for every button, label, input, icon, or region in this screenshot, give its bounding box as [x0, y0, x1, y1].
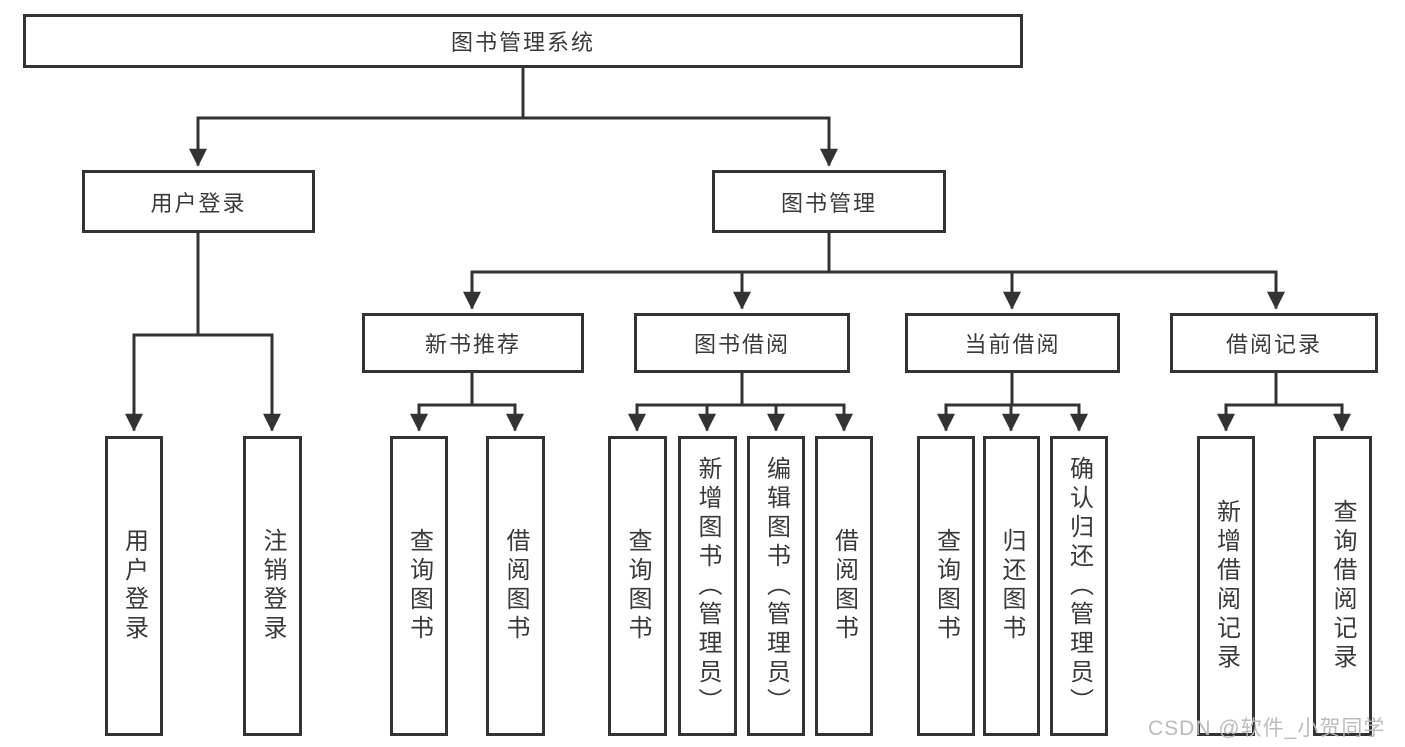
node-borrowing-records: 借阅记录	[1170, 313, 1378, 373]
leaf-return-books-label: 归还图书	[998, 528, 1025, 644]
leaf-confirm-return-admin-label: 确认归还（管理员）	[1065, 455, 1093, 717]
leaf-borrow-borrow-books: 借阅图书	[815, 436, 873, 736]
leaf-current-query-books-label: 查询图书	[932, 528, 960, 644]
node-root-label: 图书管理系统	[450, 30, 595, 55]
node-book-management: 图书管理	[712, 170, 946, 233]
leaf-current-query-books: 查询图书	[917, 436, 975, 736]
node-new-book-recommend-label: 新书推荐	[424, 332, 521, 357]
leaf-return-books: 归还图书	[983, 436, 1040, 736]
leaf-query-borrow-record: 查询借阅记录	[1313, 436, 1372, 736]
node-user-login-label: 用户登录	[150, 190, 247, 216]
leaf-add-book-admin-label: 新增图书（管理员）	[694, 455, 721, 717]
leaf-user-login-label: 用户登录	[120, 528, 148, 644]
leaf-borrow-query-books: 查询图书	[608, 436, 667, 736]
leaf-borrow-borrow-books-label: 借阅图书	[830, 528, 858, 644]
leaf-borrow-query-books-label: 查询图书	[624, 528, 651, 644]
leaf-logout: 注销登录	[243, 436, 302, 736]
node-new-book-recommend: 新书推荐	[362, 313, 584, 373]
leaf-add-borrow-record: 新增借阅记录	[1197, 436, 1255, 736]
leaf-logout-label: 注销登录	[259, 528, 286, 644]
leaf-add-borrow-record-label: 新增借阅记录	[1212, 499, 1240, 673]
node-book-borrowing-label: 图书借阅	[693, 332, 790, 357]
leaf-query-borrow-record-label: 查询借阅记录	[1329, 499, 1356, 673]
node-user-login: 用户登录	[82, 170, 315, 233]
leaf-newbook-query-books-label: 查询图书	[405, 528, 433, 644]
leaf-confirm-return-admin: 确认归还（管理员）	[1050, 436, 1108, 736]
leaf-newbook-borrow-books-label: 借阅图书	[502, 528, 529, 644]
node-book-management-label: 图书管理	[780, 190, 877, 216]
leaf-newbook-query-books: 查询图书	[390, 436, 448, 736]
node-book-borrowing: 图书借阅	[634, 313, 850, 373]
leaf-user-login: 用户登录	[105, 436, 163, 736]
node-root: 图书管理系统	[23, 14, 1023, 68]
node-borrowing-records-label: 借阅记录	[1225, 332, 1322, 357]
watermark: CSDN @软件_小贺同学	[1148, 717, 1386, 740]
leaf-edit-book-admin: 编辑图书（管理员）	[747, 436, 805, 736]
leaf-edit-book-admin-label: 编辑图书（管理员）	[762, 455, 790, 717]
leaf-add-book-admin: 新增图书（管理员）	[678, 436, 737, 736]
leaf-newbook-borrow-books: 借阅图书	[486, 436, 545, 736]
node-current-borrowing: 当前借阅	[905, 313, 1120, 373]
node-current-borrowing-label: 当前借阅	[964, 332, 1061, 357]
